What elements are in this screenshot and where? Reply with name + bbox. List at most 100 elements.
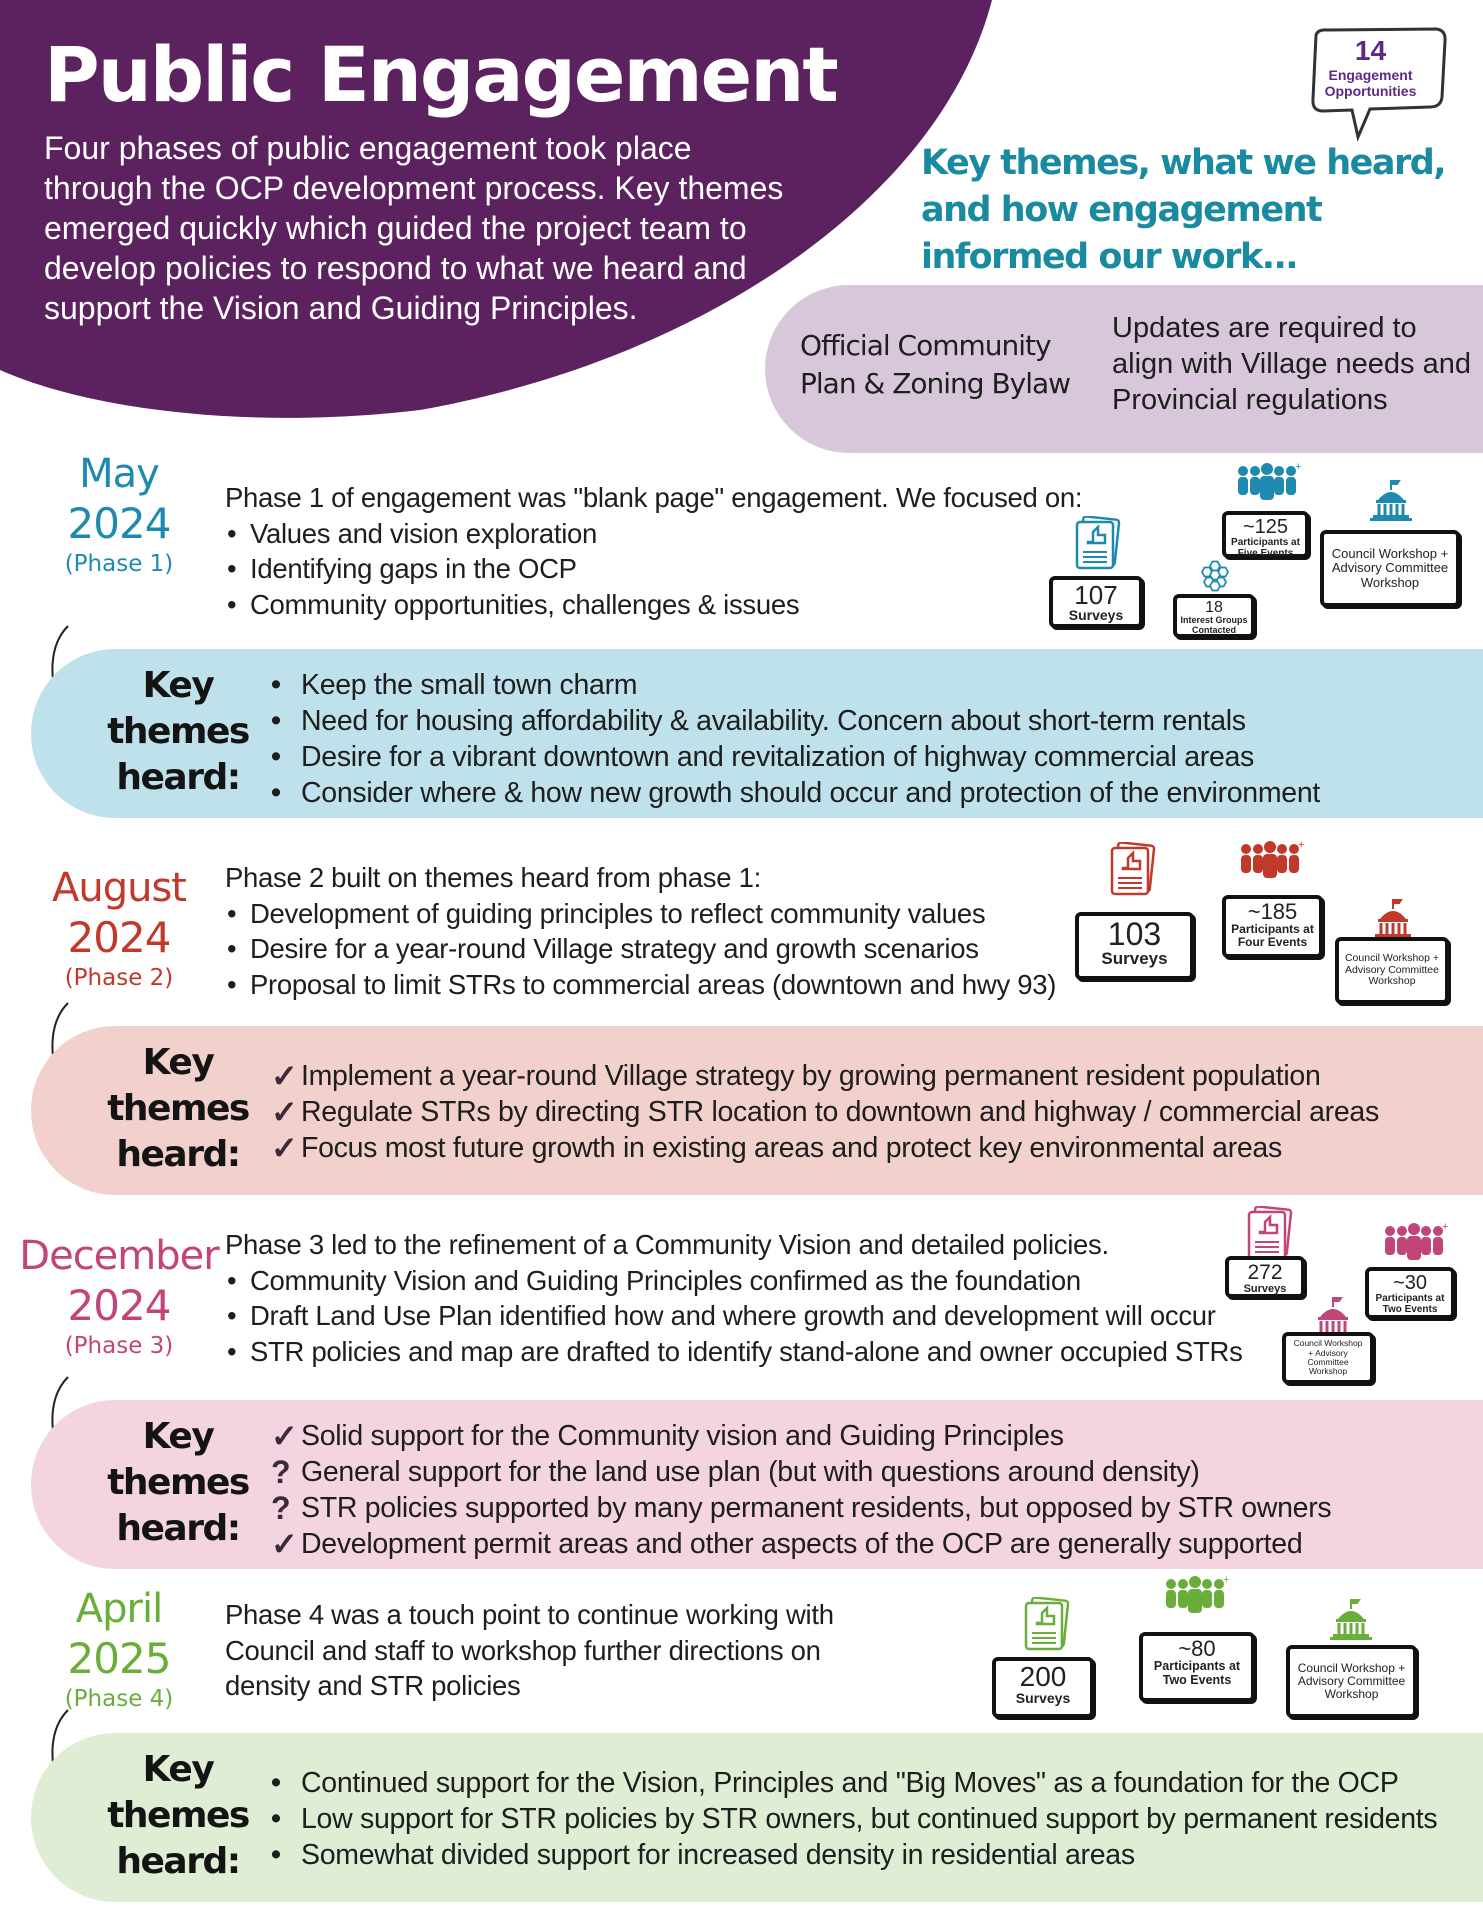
- people-icon: +: [1384, 1221, 1448, 1267]
- key-themes-list: ✓Solid support for the Community vision …: [271, 1418, 1332, 1562]
- phase-bullet: STR policies and map are drafted to iden…: [225, 1334, 1285, 1370]
- phase-label: (Phase 3): [64, 1333, 174, 1359]
- phase-bullet: Values and vision exploration: [225, 516, 1285, 552]
- intro-text: Four phases of public engagement took pl…: [44, 130, 784, 326]
- key-themes-word: themes: [107, 1462, 250, 1503]
- stat-value: ~30: [1393, 1272, 1427, 1294]
- theme-item: •Consider where & how new growth should …: [271, 775, 1320, 811]
- key-themes-word: Key: [142, 1042, 215, 1083]
- key-themes-word: heard:: [116, 757, 241, 798]
- survey-icon: [1022, 1596, 1072, 1658]
- theme-text: Solid support for the Community vision a…: [301, 1420, 1064, 1452]
- building-icon: [1370, 478, 1412, 527]
- theme-text: General support for the land use plan (b…: [301, 1456, 1200, 1488]
- month-label: December: [19, 1233, 219, 1279]
- key-themes-word: heard:: [116, 1841, 241, 1882]
- svg-text:+: +: [1223, 1575, 1229, 1586]
- key-themes-word: Key: [142, 1749, 215, 1790]
- theme-item: ?General support for the land use plan (…: [271, 1454, 1331, 1490]
- theme-item: ✓Development permit areas and other aspe…: [271, 1526, 1331, 1562]
- phase-bullet: Development of guiding principles to ref…: [225, 896, 1285, 932]
- stat-workshop-label: Council Workshop + Advisory Committee Wo…: [1344, 952, 1440, 988]
- people-icon: +: [1237, 461, 1301, 507]
- survey-icon: [1245, 1205, 1295, 1267]
- stat-label: Surveys: [1101, 949, 1168, 968]
- phase-date-4: April 2025 (Phase 4): [19, 1585, 219, 1713]
- theme-item: ✓Focus most future growth in existing ar…: [271, 1130, 1379, 1166]
- theme-item: ✓Regulate STRs by directing STR location…: [271, 1094, 1379, 1130]
- phase-description-2: Phase 2 built on themes heard from phase…: [225, 860, 1285, 1002]
- theme-mark-icon: •: [271, 741, 281, 773]
- theme-mark-icon: ✓: [271, 1526, 298, 1562]
- hex-icon: [1198, 558, 1232, 597]
- phase-date-1: May 2024 (Phase 1): [19, 450, 219, 578]
- phase-bullet: Community opportunities, challenges & is…: [225, 587, 1285, 623]
- phase-bullets: Development of guiding principles to ref…: [225, 896, 1285, 1003]
- stat-value: 200: [1019, 1661, 1067, 1692]
- theme-item: •Continued support for the Vision, Princ…: [271, 1765, 1437, 1801]
- engagement-count: 14: [1354, 35, 1387, 66]
- stat-workshop-label: Council Workshop + Advisory Committee Wo…: [1297, 1660, 1406, 1702]
- banner-title: Official Community Plan & Zoning Bylaw: [800, 329, 1071, 400]
- stat-workshop-label: Council Workshop + Advisory Committee Wo…: [1331, 546, 1449, 590]
- building-icon: [1330, 1597, 1372, 1646]
- theme-mark-icon: •: [271, 669, 281, 701]
- stat-label: Interest Groups Contacted: [1180, 615, 1248, 635]
- stat-workshop: Council Workshop + Advisory Committee Wo…: [1320, 530, 1460, 607]
- theme-mark-icon: ✓: [271, 1094, 298, 1130]
- month-label: August: [52, 865, 187, 911]
- stat-value: ~80: [1178, 1636, 1216, 1661]
- theme-mark-icon: ✓: [271, 1130, 298, 1166]
- stat-value: 272: [1247, 1261, 1283, 1284]
- phase-description-3: Phase 3 led to the refinement of a Commu…: [225, 1227, 1285, 1369]
- theme-mark-icon: ?: [271, 1490, 291, 1526]
- phase-bullet: Proposal to limit STRs to commercial are…: [225, 967, 1285, 1003]
- phase-description-1: Phase 1 of engagement was "blank page" e…: [225, 480, 1285, 622]
- people-icon: +: [1240, 839, 1304, 885]
- svg-text:+: +: [1298, 840, 1304, 851]
- phase-intro: Phase 2 built on themes heard from phase…: [225, 862, 761, 893]
- key-themes-heading: Key themes, what we heard, and how engag…: [921, 143, 1447, 277]
- year-label: 2024: [67, 913, 172, 962]
- key-themes-list: • Keep the small town charm • Need for hous…: [271, 667, 1320, 811]
- theme-text: Need for housing affordability & availab…: [301, 705, 1246, 737]
- stat-value: ~185: [1247, 899, 1298, 924]
- theme-text: Keep the small town charm: [301, 669, 638, 701]
- stat-value: 107: [1074, 580, 1118, 610]
- header-background: [0, 0, 992, 418]
- theme-text: Implement a year-round Village strategy …: [301, 1060, 1321, 1092]
- people-icon: +: [1165, 1574, 1229, 1620]
- stat-value: ~125: [1242, 516, 1289, 538]
- theme-text: Desire for a vibrant downtown and revita…: [301, 741, 1254, 773]
- theme-mark-icon: •: [271, 705, 281, 737]
- theme-text: STR policies supported by many permanent…: [301, 1492, 1332, 1524]
- engagement-label: Engagement Opportunities: [1324, 67, 1417, 99]
- theme-mark-icon: •: [271, 1803, 281, 1835]
- theme-mark-icon: ✓: [271, 1418, 298, 1454]
- year-label: 2024: [67, 499, 172, 548]
- phase-bullet: Desire for a year-round Village strategy…: [225, 931, 1285, 967]
- key-themes-word: themes: [107, 711, 250, 752]
- key-themes-word: themes: [107, 1088, 250, 1129]
- theme-item: ✓Solid support for the Community vision …: [271, 1418, 1331, 1454]
- phase-label: (Phase 4): [64, 1686, 174, 1712]
- theme-item: ✓Implement a year-round Village strategy…: [271, 1058, 1379, 1094]
- theme-text: Continued support for the Vision, Princi…: [301, 1767, 1399, 1799]
- stat-label: Participants at Two Events: [1153, 1659, 1241, 1687]
- theme-mark-icon: •: [271, 1839, 281, 1871]
- page-title: Public Engagement: [44, 30, 839, 119]
- theme-text: Focus most future growth in existing are…: [301, 1132, 1282, 1164]
- stat-label: Surveys: [1015, 1690, 1071, 1706]
- month-label: May: [79, 451, 160, 497]
- phase-bullets: Values and vision explorationIdentifying…: [225, 516, 1285, 623]
